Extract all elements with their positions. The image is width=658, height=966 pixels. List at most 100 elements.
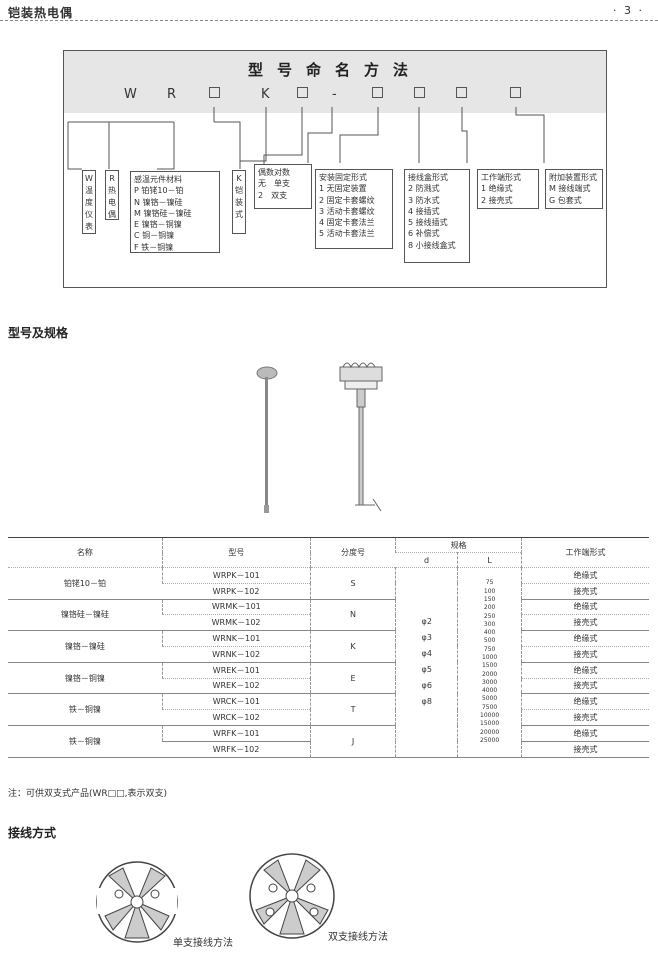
l-value: 750 <box>483 645 496 653</box>
cell-work: 绝缘式 <box>520 693 649 711</box>
cell-work: 绝缘式 <box>520 662 649 679</box>
cell-model: WRFK－102 <box>162 741 311 758</box>
probe-simple-image <box>256 366 278 513</box>
cell-work: 接壳式 <box>520 678 649 695</box>
probe-with-head-image <box>339 362 383 512</box>
col-header-spec: 规格 <box>395 537 522 553</box>
cell-name: 镍铬－铜镍 <box>8 662 163 695</box>
cell-work: 接壳式 <box>520 709 649 726</box>
cell-name: 镍铬硅－镍硅 <box>8 599 163 632</box>
box-line: 安装固定形式 <box>319 173 367 182</box>
box-line: 接线盒形式 <box>408 173 448 182</box>
cell-model: WREK－101 <box>161 662 311 679</box>
box-line: 5 接线插式 <box>408 218 448 228</box>
box-line: 电 <box>108 198 116 207</box>
box-line: 仪 <box>85 210 93 219</box>
box-line: 5 活动卡套法兰 <box>319 229 375 239</box>
box-line: 2 接壳式 <box>481 195 513 205</box>
table-row: WRNK－102 接壳式 <box>8 646 649 663</box>
box-line: M 接线端式 <box>549 184 591 194</box>
box-line: 3 防水式 <box>408 195 440 205</box>
cell-name: 镍铬－镍硅 <box>8 630 163 663</box>
l-value: 2000 <box>481 670 498 678</box>
cell-grad: K <box>309 630 396 663</box>
single-wiring-diagram <box>96 861 178 943</box>
table-note: 注：可供双支式产品(WR□□,表示双支) <box>8 789 168 799</box>
cell-model: WRNK－102 <box>162 646 311 663</box>
box-line: C 铜－铜镍 <box>134 231 175 241</box>
header-title: 铠装热电偶 <box>8 6 74 20</box>
l-value: 400 <box>483 629 496 637</box>
cell-work: 绝缘式 <box>520 567 649 584</box>
cell-model: WREK－102 <box>162 678 311 695</box>
cell-work: 绝缘式 <box>520 725 649 742</box>
code-slot-box <box>297 87 308 98</box>
cell-work: 接壳式 <box>520 614 649 632</box>
box-line: 感温元件材料 <box>134 175 182 184</box>
l-value: 15000 <box>480 720 500 728</box>
box-line: 4 接插式 <box>408 206 440 216</box>
cell-grad: T <box>309 693 396 726</box>
d-value: φ4 <box>421 649 432 659</box>
box-line: 装 <box>235 198 243 207</box>
box-line: 2 固定卡套螺纹 <box>319 195 375 205</box>
connector-lines <box>67 107 545 170</box>
product-illustration <box>256 362 383 513</box>
cell-name: 铂铑10－铂 <box>8 567 163 600</box>
cell-model: WRPK－102 <box>162 583 311 600</box>
box-line: 4 固定卡套法兰 <box>319 218 375 228</box>
code-slot-box <box>372 87 383 98</box>
l-value: 1000 <box>481 653 498 661</box>
box-line: E 镍铬－铜镍 <box>134 220 182 230</box>
code-slot-box <box>510 87 521 98</box>
section-title-spec: 型号及规格 <box>8 326 69 340</box>
box-line: 2 双支 <box>258 190 288 200</box>
box-line: 工作端形式 <box>481 173 521 182</box>
d-value: φ8 <box>421 697 432 707</box>
box-line: 温 <box>85 186 93 195</box>
code-separator: - <box>332 87 337 102</box>
cell-model: WRMK－101 <box>161 599 311 616</box>
naming-title: 型号命名方法 <box>247 61 422 79</box>
code-letter-k: K <box>261 87 270 102</box>
l-value: 3000 <box>481 678 498 686</box>
box-line: M 镍铬硅－镍硅 <box>134 208 192 218</box>
box-line: 式 <box>235 210 243 219</box>
l-value: 150 <box>483 595 496 603</box>
l-value: 500 <box>483 637 496 645</box>
d-value: φ5 <box>421 665 432 675</box>
l-value: 100 <box>483 587 496 595</box>
code-slot-box <box>414 87 425 98</box>
box-line: 偶数对数 <box>258 168 290 177</box>
box-line: 热 <box>108 186 116 195</box>
cell-work: 接壳式 <box>520 646 649 663</box>
d-value: φ2 <box>421 617 432 627</box>
box-line: 无 单支 <box>258 179 290 189</box>
box-line: 度 <box>85 198 93 207</box>
box-line: 铠 <box>235 186 243 195</box>
cell-work: 绝缘式 <box>520 630 649 647</box>
cell-work: 接壳式 <box>520 583 649 600</box>
l-value: 1500 <box>481 662 498 670</box>
box-line: 1 绝缘式 <box>481 184 513 194</box>
code-letter-r: R <box>167 87 177 102</box>
code-slot-box <box>209 87 220 98</box>
box-line: 附加装置形式 <box>549 173 597 182</box>
box-line: K <box>236 174 242 183</box>
l-value: 300 <box>483 620 496 628</box>
col-header-l: L <box>457 552 522 568</box>
double-wiring-label: 双支接线方法 <box>328 932 388 943</box>
d-value: φ3 <box>421 633 432 643</box>
cell-grad: E <box>309 662 396 695</box>
box-line: 6 补偿式 <box>408 229 440 239</box>
